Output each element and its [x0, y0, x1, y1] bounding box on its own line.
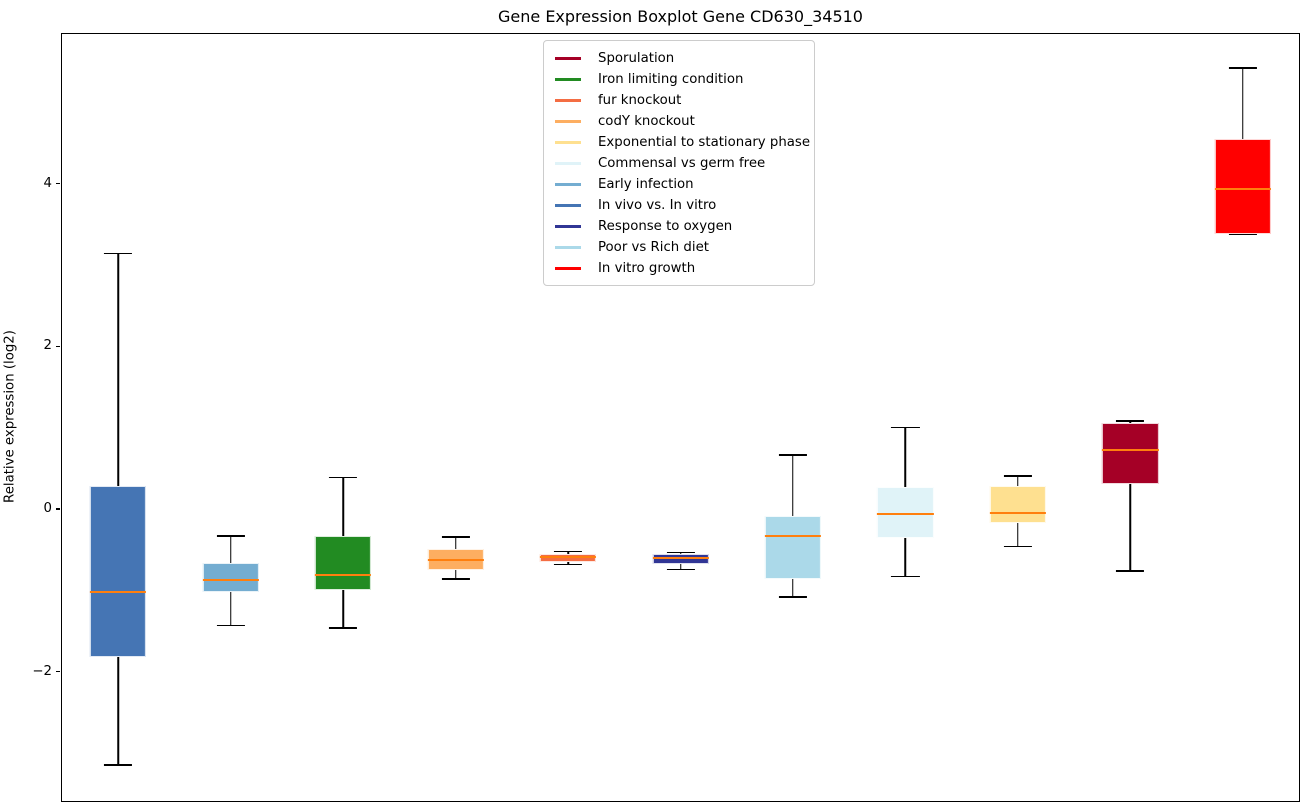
legend-label: Poor vs Rich diet — [598, 240, 709, 255]
legend-label: Iron limiting condition — [598, 72, 744, 87]
y-tick-mark — [56, 671, 60, 673]
legend-item-exponential-to-stationary-phase: Exponential to stationary phase — [552, 132, 814, 153]
whisker-cap-top — [891, 426, 920, 429]
median-line — [1102, 449, 1159, 452]
chart-title: Gene Expression Boxplot Gene CD630_34510 — [498, 7, 863, 26]
box-rect — [202, 563, 259, 593]
y-tick-label: 0 — [43, 501, 52, 517]
whisker-cap-bottom — [1116, 570, 1145, 572]
legend-label: Commensal vs germ free — [598, 156, 766, 171]
box-rect — [1214, 138, 1271, 235]
whisker-cap-top — [1003, 475, 1032, 477]
legend-label: Response to oxygen — [598, 219, 733, 234]
y-tick-label: −2 — [32, 663, 52, 679]
y-axis-label: Relative expression (log2) — [2, 330, 18, 503]
whisker-cap-bottom — [441, 578, 470, 580]
whisker-cap-top — [329, 476, 358, 479]
box-rect — [539, 554, 597, 562]
legend-item-sporulation: Sporulation — [552, 48, 814, 69]
median-line — [652, 557, 709, 560]
legend-item-cody-knockout: codY knockout — [552, 111, 814, 132]
legend-label: In vitro growth — [598, 261, 696, 276]
box-rect — [1102, 422, 1159, 485]
median-line — [764, 534, 822, 537]
legend-color-swatch — [555, 78, 581, 81]
legend-item-in-vitro-growth: In vitro growth — [552, 258, 814, 279]
whisker-cap-top — [553, 550, 583, 553]
median-line — [427, 558, 484, 561]
whisker-cap-bottom — [666, 568, 695, 571]
legend-label: fur knockout — [598, 93, 682, 108]
legend-label: codY knockout — [598, 114, 695, 129]
median-line — [1214, 188, 1271, 191]
box-rect — [90, 486, 147, 658]
box-rect — [315, 535, 372, 590]
legend-item-early-infection: Early infection — [552, 174, 814, 195]
whisker-cap-top — [666, 551, 695, 554]
legend-item-in-vivo-vs-in-vitro: In vivo vs. In vitro — [552, 195, 814, 216]
median-line — [989, 511, 1046, 514]
legend-color-swatch — [555, 267, 581, 270]
y-tick-mark — [56, 508, 60, 510]
legend-color-swatch — [555, 204, 581, 207]
whisker-cap-bottom — [891, 575, 920, 578]
legend-color-swatch — [555, 162, 581, 165]
whisker-cap-bottom — [216, 624, 245, 627]
median-line — [539, 555, 597, 558]
legend-label: In vivo vs. In vitro — [598, 198, 717, 213]
whisker-cap-top — [441, 536, 470, 538]
whisker-cap-bottom — [104, 764, 133, 766]
whisker-cap-top — [104, 252, 133, 255]
median-line — [877, 513, 934, 516]
whisker-line — [1129, 421, 1132, 572]
legend-color-swatch — [555, 246, 581, 249]
legend-color-swatch — [555, 225, 581, 228]
whisker-cap-top — [778, 454, 808, 456]
y-tick-label: 2 — [43, 338, 52, 354]
legend-color-swatch — [555, 120, 581, 123]
box-rect — [877, 486, 934, 539]
whisker-cap-bottom — [329, 627, 358, 629]
y-tick-mark — [56, 182, 60, 185]
median-line — [202, 579, 259, 582]
legend-item-iron-limiting-condition: Iron limiting condition — [552, 69, 814, 90]
legend-label: Exponential to stationary phase — [598, 135, 811, 150]
legend-item-response-to-oxygen: Response to oxygen — [552, 216, 814, 237]
legend-color-swatch — [555, 183, 581, 186]
legend-color-swatch — [555, 141, 581, 144]
whisker-cap-top — [216, 535, 245, 537]
legend-item-fur-knockout: fur knockout — [552, 90, 814, 111]
legend-color-swatch — [555, 99, 581, 102]
whisker-cap-bottom — [1003, 545, 1032, 548]
y-tick-label: 4 — [43, 175, 52, 191]
legend-item-commensal-vs-germ-free: Commensal vs germ free — [552, 153, 814, 174]
box-rect — [764, 516, 822, 580]
whisker-cap-bottom — [553, 563, 583, 566]
box-rect — [989, 486, 1046, 524]
median-line — [315, 574, 372, 577]
y-tick-mark — [56, 345, 60, 347]
median-line — [90, 591, 147, 594]
whisker-cap-bottom — [778, 596, 808, 598]
whisker-cap-top — [1228, 67, 1257, 69]
legend-label: Sporulation — [598, 51, 675, 66]
whisker-cap-top — [1116, 420, 1145, 422]
legend-item-poor-vs-rich-diet: Poor vs Rich diet — [552, 237, 814, 258]
legend-label: Early infection — [598, 177, 694, 192]
legend-color-swatch — [555, 57, 581, 60]
